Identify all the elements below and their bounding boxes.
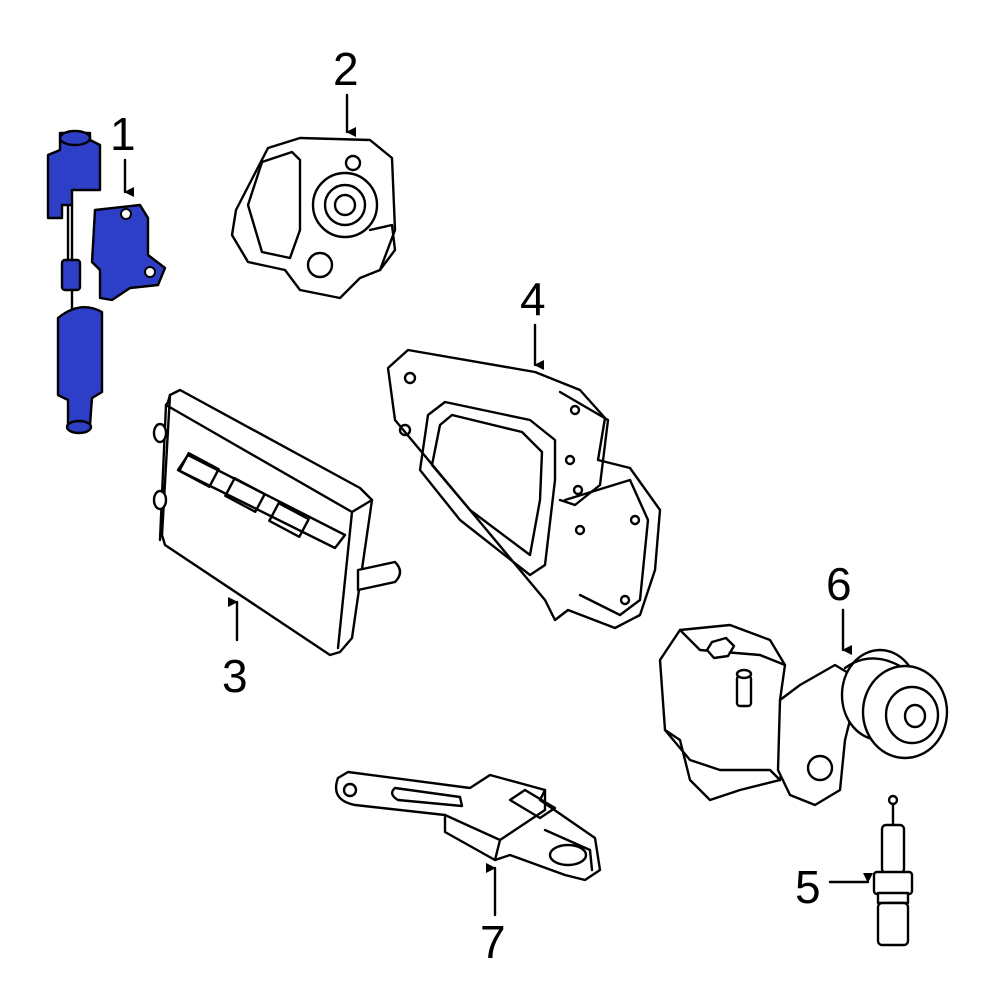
callout-5: 5 (795, 861, 873, 913)
part-3-engine-control-module[interactable] (152, 388, 402, 657)
callout-label-1: 1 (110, 108, 136, 160)
part-1-sensor-highlighted[interactable] (46, 129, 167, 435)
callout-3: 3 (222, 597, 248, 702)
part-7-sensor-with-flange[interactable] (334, 770, 602, 882)
callout-label-5: 5 (795, 861, 821, 913)
part-6-pulley-assembly[interactable] (658, 623, 949, 807)
callout-7: 7 (480, 863, 506, 968)
callout-label-2: 2 (333, 43, 359, 95)
callout-2: 2 (333, 43, 359, 137)
callout-label-6: 6 (826, 558, 852, 610)
callout-label-4: 4 (520, 273, 546, 325)
part-4-module-bracket[interactable] (386, 348, 662, 630)
callout-label-7: 7 (480, 916, 506, 968)
callout-label-3: 3 (222, 650, 248, 702)
part-5-sensor[interactable] (872, 794, 914, 947)
part-2-throttle-position-sensor[interactable] (230, 136, 397, 300)
callout-1: 1 (110, 108, 136, 197)
callout-6: 6 (826, 558, 852, 655)
callout-4: 4 (520, 273, 546, 370)
